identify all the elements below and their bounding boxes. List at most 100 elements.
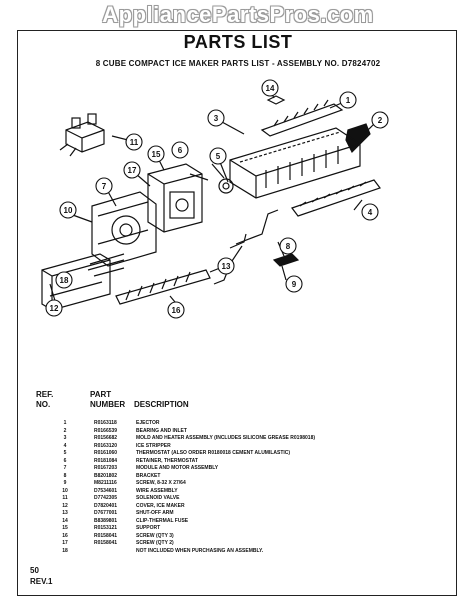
description-cell: SOLENOID VALVE [136,495,180,501]
callout-4: 4 [361,203,379,221]
description-cell: MOLD AND HEATER ASSEMBLY (INCLUDES SILIC… [136,435,316,441]
revision-label: REV.1 [30,577,53,586]
table-row: 7 R0167203 MODULE AND MOTOR ASSEMBLY [36,465,436,473]
part-header-line1: PART [90,390,112,399]
wire-assembly-drawing [87,253,125,277]
ref-cell: 18 [62,547,68,554]
page-border [17,30,457,596]
description-cell: ICE STRIPPER [136,442,171,449]
ref-cell: 8 [63,472,67,479]
callout-8: 8 [279,237,297,255]
description-cell: COVER, ICE MAKER [136,502,185,509]
ref-cell: 9 [63,480,67,486]
ref-cell: 13 [62,510,68,516]
svg-text:6: 6 [178,146,183,155]
page-title: PARTS LIST [183,32,293,52]
ref-cell: 6 [63,457,67,464]
part-number-cell: R0156682 [94,435,118,441]
svg-text:16: 16 [172,306,181,315]
site-watermark-banner: AppliancePartsPros.com [0,0,476,30]
table-row: 1 R0163118 EJECTOR [36,420,436,428]
part-number-cell: R0158041 [94,532,118,539]
svg-text:10: 10 [64,206,73,215]
svg-text:5: 5 [216,152,221,161]
description-cell: CLIP-THERMAL FUSE [136,517,189,524]
part-number-header: PART NUMBER [90,390,125,410]
description-cell: SCREW (QTY 2) [136,540,174,546]
callout-6: 6 [171,141,189,159]
callout-2: 2 [371,111,389,129]
ref-cell: 15 [62,525,68,531]
callout-18: 18 [55,271,73,289]
callout-7: 7 [95,177,113,195]
ref-no-header: REF. NO. [36,390,53,410]
svg-text:15: 15 [152,150,161,159]
description-cell: SCREW (QTY 3) [136,532,174,539]
svg-text:8: 8 [286,242,291,251]
ref-cell: 7 [63,465,67,471]
description-cell: EJECTOR [136,420,160,426]
svg-text:9: 9 [292,280,297,289]
callout-10: 10 [59,201,77,219]
part-number-cell: D7820401 [94,502,118,509]
description-cell: SUPPORT [136,525,161,531]
description-cell: MODULE AND MOTOR ASSEMBLY [136,465,219,471]
part-number-cell: R0163118 [94,420,117,426]
page-subtitle: 8 CUBE COMPACT ICE MAKER PARTS LIST - AS… [95,59,381,68]
ref-cell: 10 [62,487,68,494]
part-number-cell: R0166539 [94,427,118,434]
part-number-cell: B8201802 [94,472,118,479]
callout-3: 3 [207,109,225,127]
part-number-cell: R0153121 [94,525,118,531]
solenoid-valve-drawing [59,113,105,157]
exploded-parts-diagram: 1 2 3 4 5 6 7 8 [41,79,389,319]
svg-text:2: 2 [378,116,383,125]
description-cell: BEARING AND INLET [136,427,187,434]
table-row: 12 D7820401 COVER, ICE MAKER [36,503,436,511]
ice-stripper-drawing [291,179,381,217]
part-number-cell: D7677001 [94,510,118,516]
svg-text:4: 4 [368,208,373,217]
ref-cell: 4 [63,442,67,449]
ref-header-line2: NO. [36,400,51,409]
description-header: DESCRIPTION [134,400,189,409]
part-number-cell: R0167203 [94,465,118,471]
callout-16: 16 [167,301,185,319]
ref-cell: 1 [63,420,67,426]
callout-15: 15 [147,145,165,163]
description-cell: RETAINER, THERMOSTAT [136,457,198,464]
description-cell: BRACKET [136,472,161,479]
callout-12: 12 [45,299,63,317]
part-number-cell: R0158041 [94,540,118,546]
table-row: 4 R0163120 ICE STRIPPER [36,443,436,451]
svg-text:17: 17 [128,166,137,175]
callout-14: 14 [261,79,279,97]
description-cell: THERMOSTAT (ALSO ORDER R0180018 CEMENT A… [136,450,291,456]
part-number-cell: R0163120 [94,442,118,449]
thermal-fuse-clip-drawing [266,95,286,105]
part-number-cell: M8211116 [94,480,117,486]
ref-cell: 12 [62,502,68,509]
part-number-cell: R0161060 [94,450,118,456]
support-housing-drawing [147,163,203,233]
svg-text:12: 12 [50,304,59,313]
svg-text:18: 18 [60,276,69,285]
callout-13: 13 [217,257,235,275]
svg-text:14: 14 [266,84,275,93]
table-row: 15 R0153121 SUPPORT [36,525,436,533]
part-header-line2: NUMBER [90,400,126,409]
site-watermark-text: AppliancePartsPros.com [102,2,374,27]
part-number-cell: D7534601 [94,487,118,494]
shut-off-arm-drawing [229,209,279,249]
ref-cell: 11 [62,495,68,501]
part-number-cell: B8389801 [94,517,118,524]
